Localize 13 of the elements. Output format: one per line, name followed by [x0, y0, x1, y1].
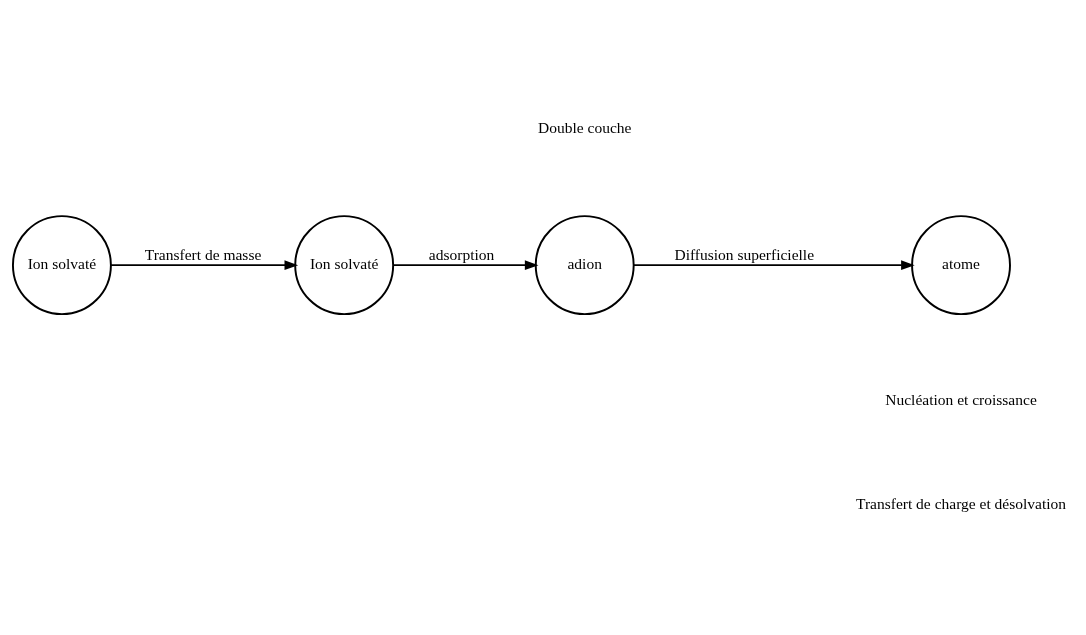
label: Transfert de charge et désolvation [856, 495, 1067, 513]
node-circle: Ion solvaté [294, 215, 395, 316]
arrow [110, 260, 299, 270]
arrow [392, 260, 539, 270]
arrow [632, 260, 915, 270]
node-circle: Ion solvaté [11, 215, 112, 316]
edge-label: Diffusion superficielle [674, 246, 815, 264]
node-circle: atome [911, 215, 1011, 316]
node-circle: adion [534, 215, 635, 316]
label: Double couche [538, 119, 632, 137]
edge-label: adsorption [428, 246, 495, 264]
label: Nucléation et croissance [885, 390, 1037, 408]
edge-label: Transfert de masse [144, 246, 262, 264]
